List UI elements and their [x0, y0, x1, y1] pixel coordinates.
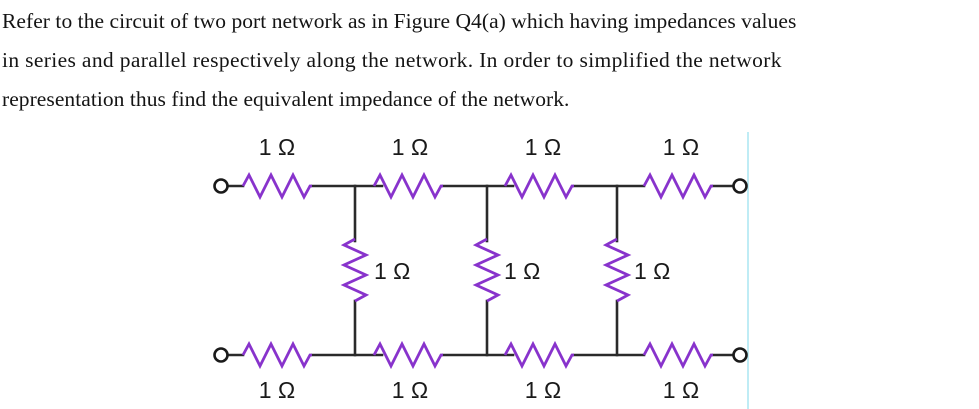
label-bottom-resistor-2: 1 Ω — [392, 377, 428, 403]
resistor-bottom-3 — [503, 340, 574, 370]
resistor-top-4 — [642, 171, 713, 201]
input-top-terminal[interactable] — [213, 178, 229, 194]
question-text-block: Refer to the circuit of two port network… — [2, 2, 977, 119]
output-bottom-terminal[interactable] — [732, 347, 748, 363]
resistor-shunt-3 — [602, 237, 632, 303]
label-bottom-resistor-1: 1 Ω — [259, 377, 295, 403]
circuit-figure: 1 Ω 1 Ω 1 Ω 1 Ω 1 Ω 1 Ω 1 Ω 1 Ω 1 Ω 1 Ω … — [0, 126, 979, 409]
label-top-resistor-1: 1 Ω — [259, 134, 295, 160]
resistor-bottom-1 — [241, 340, 312, 370]
resistor-top-2 — [372, 171, 443, 201]
question-line-3: representation thus find the equivalent … — [2, 87, 570, 111]
resistor-bottom-4 — [642, 340, 713, 370]
label-bottom-resistor-4: 1 Ω — [663, 377, 699, 403]
label-shunt-resistor-2: 1 Ω — [504, 258, 540, 284]
resistor-shunt-2 — [472, 237, 502, 303]
label-bottom-resistor-3: 1 Ω — [525, 377, 561, 403]
input-bottom-terminal[interactable] — [213, 347, 229, 363]
resistor-shunt-1 — [340, 237, 370, 303]
resistor-bottom-2 — [372, 340, 443, 370]
label-top-resistor-3: 1 Ω — [525, 134, 561, 160]
label-top-resistor-2: 1 Ω — [392, 134, 428, 160]
resistor-top-3 — [503, 171, 574, 201]
label-shunt-resistor-3: 1 Ω — [634, 258, 670, 284]
label-shunt-resistor-1: 1 Ω — [374, 258, 410, 284]
question-line-1: Refer to the circuit of two port network… — [2, 9, 797, 33]
output-top-terminal[interactable] — [732, 178, 748, 194]
resistor-top-1 — [241, 171, 312, 201]
question-line-2: in series and parallel respectively alon… — [2, 48, 782, 72]
label-top-resistor-4: 1 Ω — [663, 134, 699, 160]
